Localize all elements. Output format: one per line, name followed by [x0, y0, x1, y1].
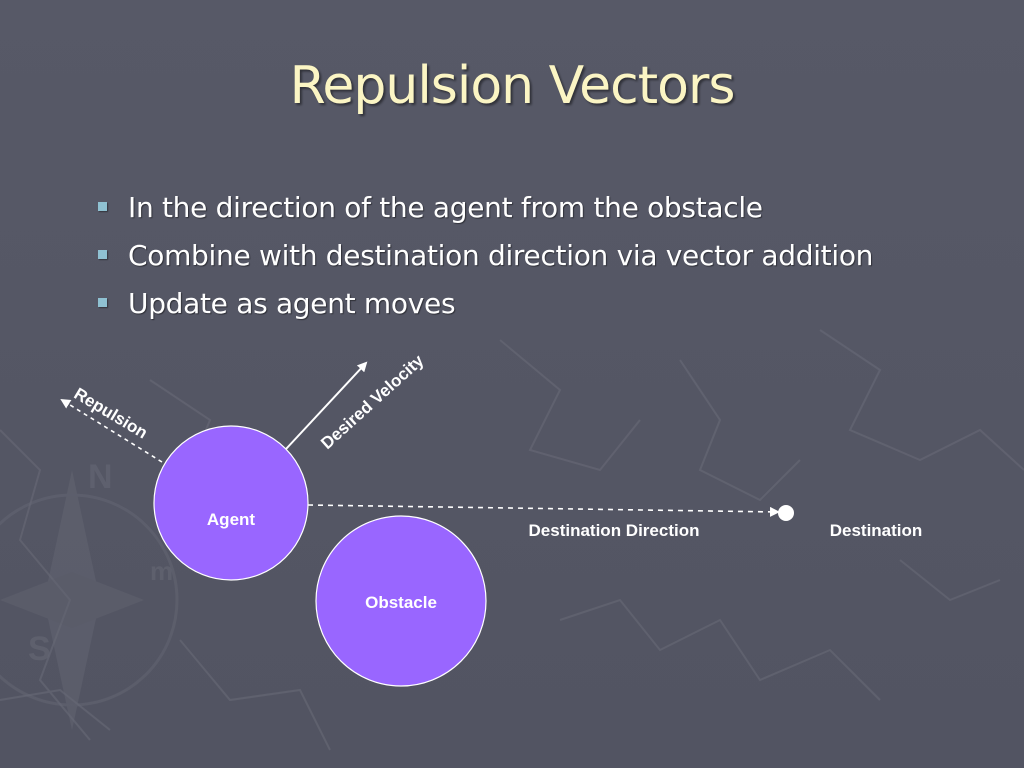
repulsion-label: Repulsion	[71, 384, 151, 443]
destination-point	[778, 505, 794, 521]
bullet-text: Update as agent moves	[128, 287, 456, 320]
bullet-item: Update as agent moves	[96, 282, 873, 330]
svg-text:S: S	[28, 630, 51, 668]
svg-text:N: N	[88, 458, 113, 496]
desired-velocity-label: Desired Velocity	[317, 351, 428, 453]
agent-circle	[153, 425, 309, 581]
obstacle-circle	[315, 515, 487, 687]
agent-label: Agent	[207, 510, 256, 529]
repulsion-arrow	[60, 398, 163, 463]
destination-label: Destination	[830, 521, 923, 540]
destination-direction-arrow	[307, 504, 780, 517]
square-bullet-icon	[98, 250, 107, 259]
square-bullet-icon	[98, 202, 107, 211]
bullet-item: In the direction of the agent from the o…	[96, 186, 873, 234]
bullet-item: Combine with destination direction via v…	[96, 234, 873, 282]
bullet-text: Combine with destination direction via v…	[128, 239, 874, 272]
destination-direction-label: Destination Direction	[529, 521, 700, 540]
bullet-text: In the direction of the agent from the o…	[128, 191, 763, 224]
square-bullet-icon	[98, 298, 107, 307]
slide-title: Repulsion Vectors	[289, 56, 736, 116]
svg-text:m: m	[150, 556, 173, 586]
bullet-list: In the direction of the agent from the o…	[96, 186, 873, 330]
obstacle-label: Obstacle	[365, 593, 437, 612]
desired-velocity-arrow	[285, 361, 368, 450]
